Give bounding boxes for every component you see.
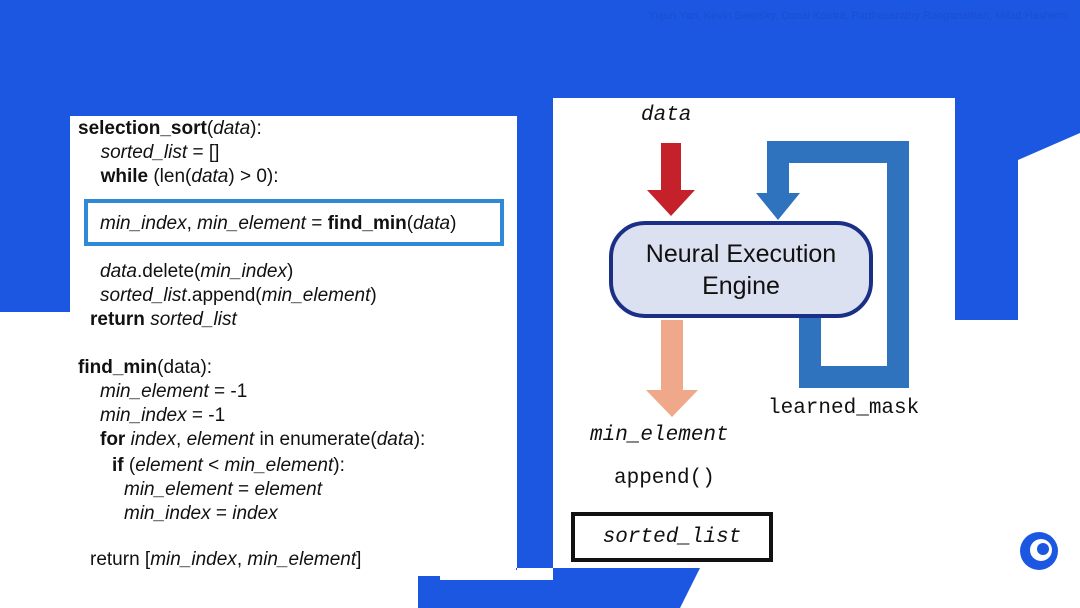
code-line-return-sorted: return sorted_list [90,309,237,331]
code-token: find_min [327,213,407,234]
find-min-call-highlight [84,199,504,246]
code-token: in enumerate( [254,429,377,450]
input-arrowhead [647,190,695,216]
code-token: min_index [100,213,187,234]
code-token: element [254,479,323,500]
code-token: min_index [200,261,287,282]
code-token: = [305,213,328,234]
code-token: ( [406,213,414,234]
code-token: .delete( [136,261,201,282]
output-arrowhead [646,390,698,417]
logo-icon [1020,532,1058,570]
code-token: min_element [124,479,233,500]
code-token: min_element [247,549,357,570]
code-token: data [413,213,451,234]
min-element-label: min_element [590,424,729,447]
code-token: = -1 [208,381,248,402]
code-line-selection-sort-def: selection_sort(data): [78,118,262,140]
code-token: ) [370,285,377,306]
code-token: while [100,166,149,187]
code-token: min_element [261,285,371,306]
code-line-find-min-call: min_index, min_element = find_min(data) [100,213,456,235]
code-token: data [376,429,414,450]
code-token: return [ [90,549,151,570]
code-token: .append( [186,285,262,306]
code-token: < [202,455,225,476]
input-arrow-shaft [661,143,681,193]
code-token: , [176,429,187,450]
code-token: return [90,309,145,330]
code-token: min_index [100,405,187,426]
code-token: find_min [78,357,158,378]
code-token: (len( [148,166,192,187]
code-token: ( [123,455,136,476]
engine-label-line2: Engine [702,271,780,300]
background-blue-bottom [420,568,700,608]
code-line-return-tuple: return [min_index, min_element] [90,549,361,571]
code-line-min-element-init: min_element = -1 [100,381,247,403]
code-token: ] [356,549,362,570]
code-line-assign-index: min_index = index [124,503,278,525]
feedback-arrowhead [756,193,800,220]
sorted-list-box: sorted_list [571,512,773,562]
code-line-data-delete: data.delete(min_index) [100,261,293,283]
code-token: , [186,213,198,234]
code-token: min_element [197,213,306,234]
code-token: , [236,549,248,570]
code-token: = [232,479,255,500]
feedback-loop-arrow [767,141,909,388]
code-token: selection_sort [78,118,207,139]
code-token: ): [250,118,262,139]
code-token: ): [333,455,345,476]
code-token: data [100,261,137,282]
code-token: index [130,429,177,450]
code-token: index [232,503,278,524]
code-token: sorted_list [150,309,237,330]
code-token: ) > 0): [228,166,279,187]
code-token: ): [413,429,426,450]
code-line-assign-element: min_element = element [124,479,322,501]
code-token: = [] [187,142,220,163]
code-token: min_element [100,381,209,402]
code-token: if [112,455,124,476]
code-line-find-min-def: find_min(data): [78,357,212,379]
code-token: min_index [150,549,237,570]
code-token: for [100,429,126,450]
code-token: element [135,455,203,476]
code-line-while: while (len(data) > 0): [90,166,279,188]
code-token: data [213,118,251,139]
code-token: sorted_list [100,285,187,306]
learned-mask-label: learned_mask [768,397,920,420]
code-line-for-loop: for index, element in enumerate(data): [100,429,425,451]
neural-execution-engine-box: Neural Execution Engine [609,221,873,318]
code-token: = -1 [186,405,226,426]
code-token: min_element [224,455,334,476]
code-line-if: if (element < min_element): [112,455,345,477]
code-token: = [210,503,233,524]
sorted-list-label: sorted_list [602,525,742,549]
code-panel [70,116,516,576]
append-label: append() [614,467,715,490]
code-line-min-index-init: min_index = -1 [100,405,225,427]
code-token: min_index [124,503,211,524]
engine-label-line1: Neural Execution [645,239,837,268]
code-token: sorted_list [100,142,188,163]
code-line-sorted-list-init: sorted_list = [] [90,142,220,164]
code-token: ( [206,118,214,139]
input-data-label: data [641,104,692,127]
code-token: element [186,429,255,450]
code-token: (data): [157,357,213,378]
code-token: data [191,166,229,187]
code-line-append: sorted_list.append(min_element) [100,285,377,307]
header-note: Yujun Yan, Kevin Swersky, Danai Koutra, … [648,10,1068,22]
code-token: ) [450,213,457,234]
output-arrow-shaft [661,320,683,392]
code-token: ) [286,261,294,282]
